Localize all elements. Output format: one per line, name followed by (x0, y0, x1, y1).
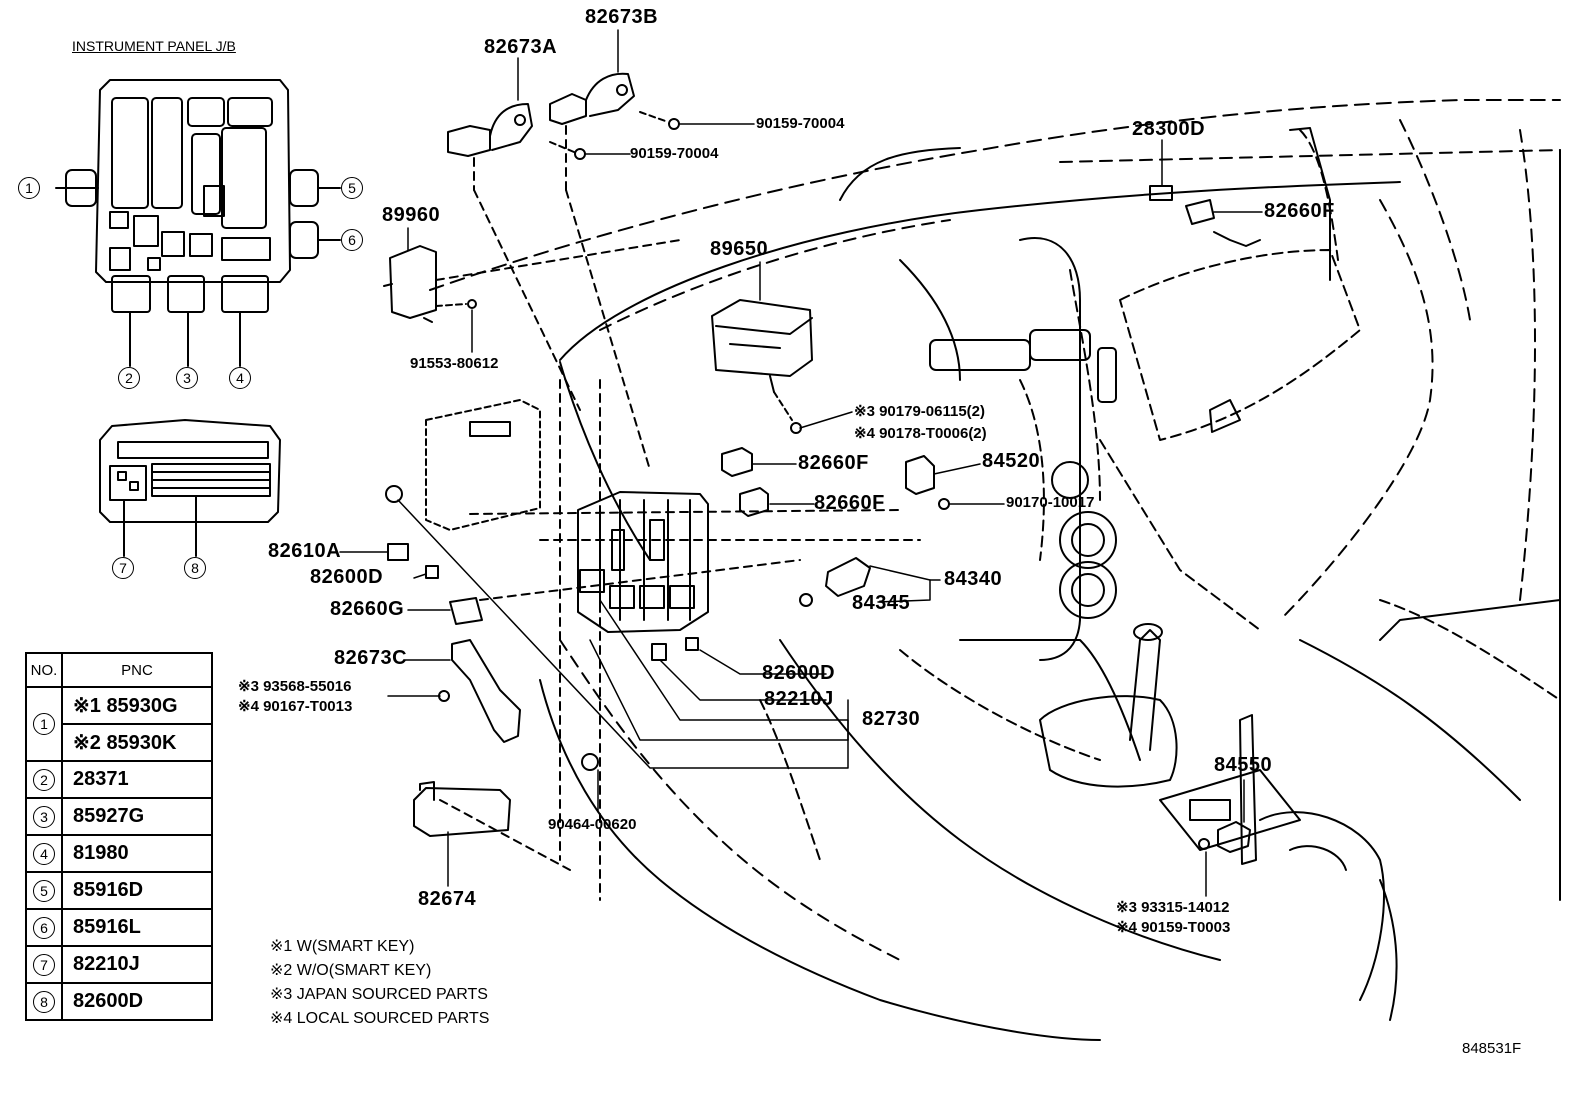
jb-callout-7: 7 (112, 557, 134, 579)
component-shapes (383, 185, 1261, 901)
part-93568-55016: ※3 93568-55016 (238, 678, 352, 695)
part-82210J: 82210J (764, 688, 834, 710)
table-row: 3 85927G (25, 797, 213, 836)
note-4: ※4 LOCAL SOURCED PARTS (270, 1010, 490, 1027)
jb-callout-8: 8 (184, 557, 206, 579)
jb-callout-4: 4 (229, 367, 251, 389)
table-row: 4 81980 (25, 834, 213, 873)
row-no-5: 5 (33, 879, 55, 902)
part-90167-T0013: ※4 90167-T0013 (238, 698, 353, 715)
part-82600D-b: 82600D (762, 662, 836, 684)
part-82660F-top: 82660F (1264, 200, 1335, 222)
jb-callout-1: 1 (18, 177, 40, 199)
part-84345: 84345 (852, 592, 911, 614)
row-pnc: 85916L (61, 908, 213, 947)
part-82660G: 82660G (330, 598, 405, 620)
part-90159-70004-b: 90159-70004 (630, 145, 719, 162)
table-row: 7 82210J (25, 945, 213, 984)
row-pnc: 82600D (61, 982, 213, 1021)
part-82660F-a: 82660F (798, 452, 869, 474)
part-82730: 82730 (862, 708, 921, 730)
jb-callout-5: 5 (341, 177, 363, 199)
junction-block-bottom-view (99, 419, 281, 557)
row-no-8: 8 (33, 990, 55, 1013)
row-pnc: 85927G (61, 797, 213, 836)
row-no-2: 2 (33, 768, 55, 791)
part-89960: 89960 (382, 204, 441, 226)
part-82674: 82674 (418, 888, 477, 910)
note-1: ※1 W(SMART KEY) (270, 938, 415, 955)
row-pnc: 81980 (61, 834, 213, 873)
jb-callout-6: 6 (341, 229, 363, 251)
part-82673A: 82673A (484, 36, 558, 58)
part-89650: 89650 (710, 238, 769, 260)
row-no-4: 4 (33, 842, 55, 865)
jb-callout-3: 3 (176, 367, 198, 389)
table-row: 5 85916D (25, 871, 213, 910)
leader-lines (339, 29, 1263, 897)
part-82600D-a: 82600D (310, 566, 384, 588)
table-row: ※2 85930K (26, 723, 213, 762)
row-no-1: 1 (33, 713, 55, 735)
part-84340: 84340 (944, 568, 1003, 590)
pnc-table: NO. PNC 1 ※1 85930G ※2 85930K 2 28371 3 … (25, 652, 213, 1021)
row-no-3: 3 (33, 805, 55, 828)
row-no-7: 7 (33, 953, 55, 976)
part-91553-80612: 91553-80612 (410, 355, 499, 372)
part-82660F-b: 82660F (814, 492, 885, 514)
part-90464-00620: 90464-00620 (548, 816, 637, 833)
row-pnc: ※2 85930K (61, 723, 213, 762)
note-3: ※3 JAPAN SOURCED PARTS (270, 986, 488, 1003)
part-90159-T0003: ※4 90159-T0003 (1116, 919, 1231, 936)
header-pnc: PNC (61, 652, 213, 688)
table-row: 1 ※1 85930G (25, 686, 213, 762)
row-pnc: 85916D (61, 871, 213, 910)
table-row: 6 85916L (25, 908, 213, 947)
part-82673C: 82673C (334, 647, 408, 669)
part-28300D: 28300D (1132, 118, 1206, 140)
part-82610A: 82610A (268, 540, 342, 562)
part-90159-70004-a: 90159-70004 (756, 115, 845, 132)
panel-title: INSTRUMENT PANEL J/B (72, 38, 236, 54)
part-82673B: 82673B (585, 6, 659, 28)
pnc-table-header: NO. PNC (25, 652, 213, 688)
row-no-6: 6 (33, 916, 55, 939)
part-93315-14012: ※3 93315-14012 (1116, 899, 1230, 916)
part-84520: 84520 (982, 450, 1041, 472)
table-row: 2 28371 (25, 760, 213, 799)
table-row: 8 82600D (25, 982, 213, 1021)
junction-block-top-view (55, 79, 341, 367)
jb-callout-2: 2 (118, 367, 140, 389)
row-pnc: 28371 (61, 760, 213, 799)
part-90179-06115: ※3 90179-06115(2) (854, 403, 986, 420)
part-90170-10017: 90170-10017 (1006, 494, 1095, 511)
row-pnc: ※1 85930G (61, 686, 213, 725)
relay-brackets (447, 72, 680, 471)
part-90178-T0006: ※4 90178-T0006(2) (854, 425, 987, 442)
note-2: ※2 W/O(SMART KEY) (270, 962, 432, 979)
part-84550: 84550 (1214, 754, 1273, 776)
drawing-number: 848531F (1462, 1040, 1522, 1057)
row-pnc: 82210J (61, 945, 213, 984)
dashboard-outline (429, 99, 1561, 1041)
header-no: NO. (25, 652, 63, 688)
